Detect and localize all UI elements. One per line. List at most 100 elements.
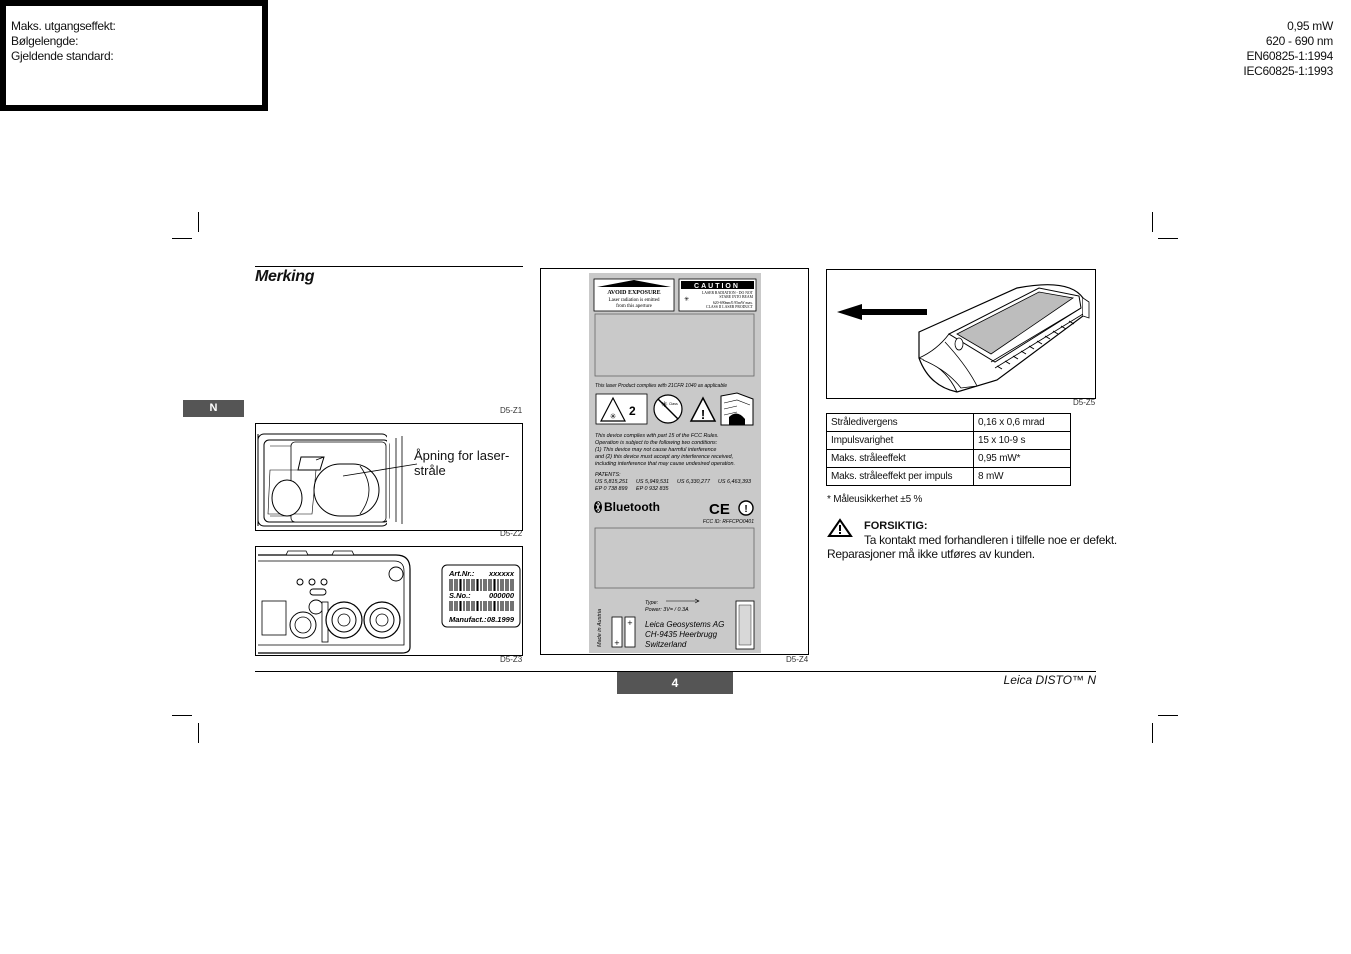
device-display bbox=[956, 291, 1075, 355]
device-underside-drawing: Art.Nr.: xxxxxx S.No.: 000000 Manufact.:… bbox=[258, 550, 521, 654]
table-row: Maks. stråleeffekt per impuls 8 mW bbox=[826, 467, 1071, 486]
barcode bbox=[449, 579, 514, 611]
figure-caption: D5-Z5 bbox=[1073, 398, 1096, 407]
figure-underside: Art.Nr.: xxxxxx S.No.: 000000 Manufact.:… bbox=[255, 546, 523, 656]
class-icon-text: Class bbox=[669, 402, 678, 406]
patent-number: EP 0 738 899 bbox=[595, 486, 627, 492]
art-value: xxxxxx bbox=[488, 569, 515, 578]
warning-text: Reparasjoner må ikke utføres av kunden. bbox=[827, 547, 1035, 561]
warning-title: FORSIKTIG: bbox=[864, 520, 928, 532]
spec-row: Gjeldende standard: EN60825-1:1994 bbox=[11, 49, 1333, 63]
spec-label: Maks. utgangseffekt: bbox=[11, 19, 116, 33]
laser-star-icon: ✳ bbox=[684, 296, 689, 303]
device-perspective-drawing bbox=[837, 284, 1090, 393]
exclamation-icon: ! bbox=[744, 504, 747, 515]
type-label: Type: bbox=[645, 600, 659, 606]
brand-footer: Leica DISTO™ N bbox=[1003, 673, 1096, 687]
fcc-text: including interference that may cause un… bbox=[595, 461, 735, 467]
crop-mark bbox=[1152, 212, 1153, 232]
company-line: Switzerland bbox=[645, 640, 687, 649]
aperture-label-line: Åpning for laser- bbox=[414, 448, 510, 463]
warning-triangle-icon bbox=[689, 396, 717, 422]
avoid-exposure-text: Laser radiation is emitted bbox=[609, 298, 660, 303]
device-label-drawing: AVOID EXPOSURE Laser radiation is emitte… bbox=[589, 273, 761, 653]
caution-text: 620-690nm/0.95mW max. bbox=[713, 301, 753, 305]
aperture-label-line: stråle bbox=[414, 463, 446, 478]
table-row: Impulsvarighet 15 x 10-9 s bbox=[826, 431, 1071, 450]
patent-number: US 6,330,277 bbox=[677, 479, 711, 485]
title-rule bbox=[255, 266, 523, 267]
company-line: CH-9435 Heerbrugg bbox=[645, 630, 718, 639]
laser-warning-icon bbox=[600, 396, 626, 422]
figure-aperture bbox=[255, 423, 523, 531]
table-value: 8 mW bbox=[973, 467, 1071, 486]
manufact-key: Manufact.: bbox=[449, 615, 487, 624]
table-value: 0,95 mW* bbox=[973, 449, 1071, 468]
spec-row: Maks. utgangseffekt: 0,95 mW bbox=[11, 19, 1333, 33]
spec-label: Gjeldende standard: bbox=[11, 49, 114, 63]
warning-triangle-icon bbox=[827, 518, 853, 537]
figure-device-perspective bbox=[826, 269, 1096, 399]
fcc-text: Operation is subject to the following tw… bbox=[595, 440, 718, 446]
patent-number: US 6,463,393 bbox=[718, 479, 751, 485]
table-row: Maks. stråleeffekt 0,95 mW* bbox=[826, 449, 1071, 468]
patent-number: US 5,949,531 bbox=[636, 479, 669, 485]
beam-direction-arrow-icon bbox=[837, 304, 927, 320]
ce-mark: CE bbox=[709, 501, 730, 518]
sno-key: S.No.: bbox=[449, 591, 471, 600]
art-key: Art.Nr.: bbox=[448, 569, 475, 578]
spec-row: Bølgelengde: 620 - 690 nm bbox=[11, 34, 1333, 48]
spec-label: Bølgelengde: bbox=[11, 34, 79, 48]
patent-number: EP 0 932 835 bbox=[636, 486, 669, 492]
language-tab: N bbox=[183, 400, 244, 417]
table-key: Stråledivergens bbox=[826, 413, 974, 432]
patent-number: US 5,815,251 bbox=[595, 479, 628, 485]
caution-text: LASER RADIATION - DO NOT bbox=[702, 291, 754, 295]
crop-mark bbox=[1152, 723, 1153, 743]
plus-icon: + bbox=[614, 639, 620, 647]
compliance-text: This laser Product complies with 21CFR 1… bbox=[595, 383, 727, 389]
table-key: Maks. stråleeffekt bbox=[826, 449, 974, 468]
caution-text: CLASS II LASER PRODUCT bbox=[706, 305, 754, 309]
table-key: Impulsvarighet bbox=[826, 431, 974, 450]
spec-value: 620 - 690 nm bbox=[1265, 34, 1333, 48]
spec-value: IEC60825-1:1993 bbox=[1243, 64, 1333, 78]
power-label: Power: 3V= / 0.3A bbox=[645, 607, 689, 613]
manufact-value: 08.1999 bbox=[487, 615, 515, 624]
crop-mark bbox=[1158, 715, 1178, 716]
battery-icon bbox=[611, 616, 623, 648]
table-value: 0,16 x 0,6 mrad bbox=[973, 413, 1071, 432]
spec-value: EN60825-1:1994 bbox=[1246, 49, 1333, 63]
avoid-exposure-text: from this aperture bbox=[616, 304, 653, 309]
exclamation-icon: ! bbox=[701, 407, 705, 422]
table-key: Maks. stråleeffekt per impuls bbox=[826, 467, 974, 486]
caution-text: STARE INTO BEAM bbox=[719, 295, 753, 299]
laser-spec-box: Maks. utgangseffekt: 0,95 mW Bølgelengde… bbox=[0, 0, 1333, 111]
page-title: Merking bbox=[255, 268, 315, 285]
caution-title: CAUTION bbox=[694, 283, 740, 290]
warning-text: Ta kontakt med forhandleren i tilfelle n… bbox=[864, 533, 1117, 547]
technical-data-table: Stråledivergens 0,16 x 0,6 mrad Impulsva… bbox=[826, 413, 1071, 486]
sno-value: 000000 bbox=[489, 591, 515, 600]
crop-mark bbox=[1158, 238, 1178, 239]
crop-mark bbox=[198, 212, 199, 232]
plus-icon: + bbox=[627, 619, 633, 627]
crop-mark bbox=[198, 723, 199, 743]
device-front-drawing bbox=[257, 433, 418, 527]
spec-value: 0,95 mW bbox=[1287, 19, 1333, 33]
avoid-exposure-arrow-icon bbox=[597, 280, 671, 287]
battery-icon bbox=[624, 616, 636, 648]
avoid-exposure-title: AVOID EXPOSURE bbox=[607, 290, 660, 296]
company-line: Leica Geosystems AG bbox=[645, 620, 724, 629]
crop-mark bbox=[172, 238, 192, 239]
fcc-id: FCC ID: RFFCPO0401 bbox=[703, 519, 754, 525]
table-value: 15 x 10-9 s bbox=[973, 431, 1071, 450]
fcc-text: and (2) this device must accept any inte… bbox=[595, 454, 733, 460]
figure-caption: D5-Z3 bbox=[500, 655, 523, 664]
figure-device-label: AVOID EXPOSURE Laser radiation is emitte… bbox=[540, 268, 809, 655]
footnote: * Måleusikkerhet ±5 % bbox=[827, 494, 923, 505]
fcc-text: This device complies with part 15 of the… bbox=[595, 433, 719, 439]
laser-star-icon: ✳ bbox=[661, 400, 668, 409]
fcc-text: (1) This device may not cause harmful in… bbox=[595, 447, 716, 453]
page-number: 4 bbox=[617, 672, 733, 694]
